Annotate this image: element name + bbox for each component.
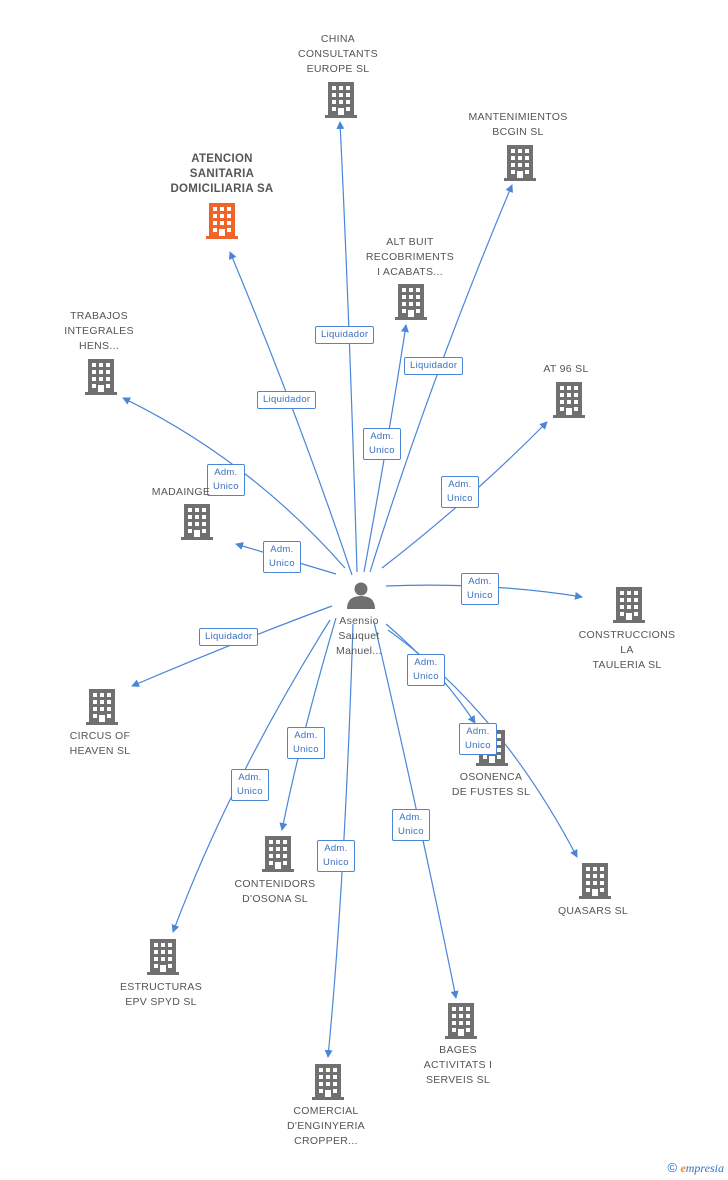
building-icon-contenidors[interactable] xyxy=(262,836,294,872)
building-icon-at96[interactable] xyxy=(553,382,585,418)
building-icon-bages[interactable] xyxy=(445,1003,477,1039)
empresia-logo: empresia xyxy=(680,1161,724,1175)
edge-label-atencion: Liquidador xyxy=(257,391,317,409)
company-label-osonenca[interactable]: OSONENCA DE FUSTES SL xyxy=(451,771,531,798)
edge-label-circus: Liquidador xyxy=(199,628,259,646)
company-label-trabajos[interactable]: TRABAJOS INTEGRALES HENS... xyxy=(64,310,134,352)
company-label-madainge[interactable]: MADAINGE xyxy=(151,486,211,498)
person-icon[interactable] xyxy=(347,582,375,610)
edge-label-construccions: Adm. Unico xyxy=(461,573,499,605)
building-icon-china[interactable] xyxy=(325,82,357,118)
building-icon-manten[interactable] xyxy=(504,145,536,181)
company-label-construccions[interactable]: CONSTRUCCIONS LA TAULERIA SL xyxy=(578,629,676,671)
company-label-contenidors[interactable]: CONTENIDORS D'OSONA SL xyxy=(234,878,316,905)
edge-label-bages: Adm. Unico xyxy=(392,809,430,841)
edge-label-altbuit: Adm. Unico xyxy=(363,428,401,460)
company-label-comercial[interactable]: COMERCIAL D'ENGINYERIA CROPPER... xyxy=(287,1105,365,1147)
company-label-bages[interactable]: BAGES ACTIVITATS I SERVEIS SL xyxy=(423,1044,493,1086)
edge-china xyxy=(336,121,358,573)
building-icon-trabajos[interactable] xyxy=(85,359,117,395)
edge-label-china: Liquidador xyxy=(315,326,375,344)
building-icon-estructuras[interactable] xyxy=(147,939,179,975)
brand-footer: © empresia xyxy=(668,1160,725,1176)
edge-label-contenidors: Adm. Unico xyxy=(287,727,325,759)
edge-label-at96: Adm. Unico xyxy=(441,476,479,508)
company-label-manten[interactable]: MANTENIMIENTOS BCGIN SL xyxy=(468,111,568,138)
company-label-circus[interactable]: CIRCUS OF HEAVEN SL xyxy=(69,730,131,757)
edge-label-quasars: Adm. Unico xyxy=(459,723,497,755)
building-icon-altbuit[interactable] xyxy=(395,284,427,320)
building-icon-construccions[interactable] xyxy=(613,587,645,623)
edge-label-comercial: Adm. Unico xyxy=(317,840,355,872)
edge-manten xyxy=(369,184,513,573)
edge-label-trabajos: Adm. Unico xyxy=(207,464,245,496)
edge-label-madainge: Adm. Unico xyxy=(263,541,301,573)
company-label-quasars[interactable]: QUASARS SL xyxy=(557,905,629,917)
building-icon-circus[interactable] xyxy=(86,689,118,725)
building-icon-atencion[interactable] xyxy=(206,203,238,239)
building-icon-madainge[interactable] xyxy=(181,504,213,540)
building-icon-quasars[interactable] xyxy=(579,863,611,899)
edge-label-estructuras: Adm. Unico xyxy=(231,769,269,801)
company-label-altbuit[interactable]: ALT BUIT RECOBRIMENTS I ACABATS... xyxy=(365,236,455,278)
company-label-at96[interactable]: AT 96 SL xyxy=(543,363,589,375)
company-label-atencion[interactable]: ATENCION SANITARIA DOMICILIARIA SA xyxy=(170,153,274,195)
building-icon-comercial[interactable] xyxy=(312,1064,344,1100)
edge-label-osonenca: Adm. Unico xyxy=(407,654,445,686)
person-label[interactable]: Asensio Sauquet Manuel... xyxy=(336,615,382,657)
copyright-symbol: © xyxy=(667,1160,678,1175)
company-label-estructuras[interactable]: ESTRUCTURAS EPV SPYD SL xyxy=(119,981,203,1008)
edge-label-manten: Liquidador xyxy=(404,357,464,375)
edge-atencion xyxy=(228,251,353,576)
company-label-china[interactable]: CHINA CONSULTANTS EUROPE SL xyxy=(298,33,378,75)
